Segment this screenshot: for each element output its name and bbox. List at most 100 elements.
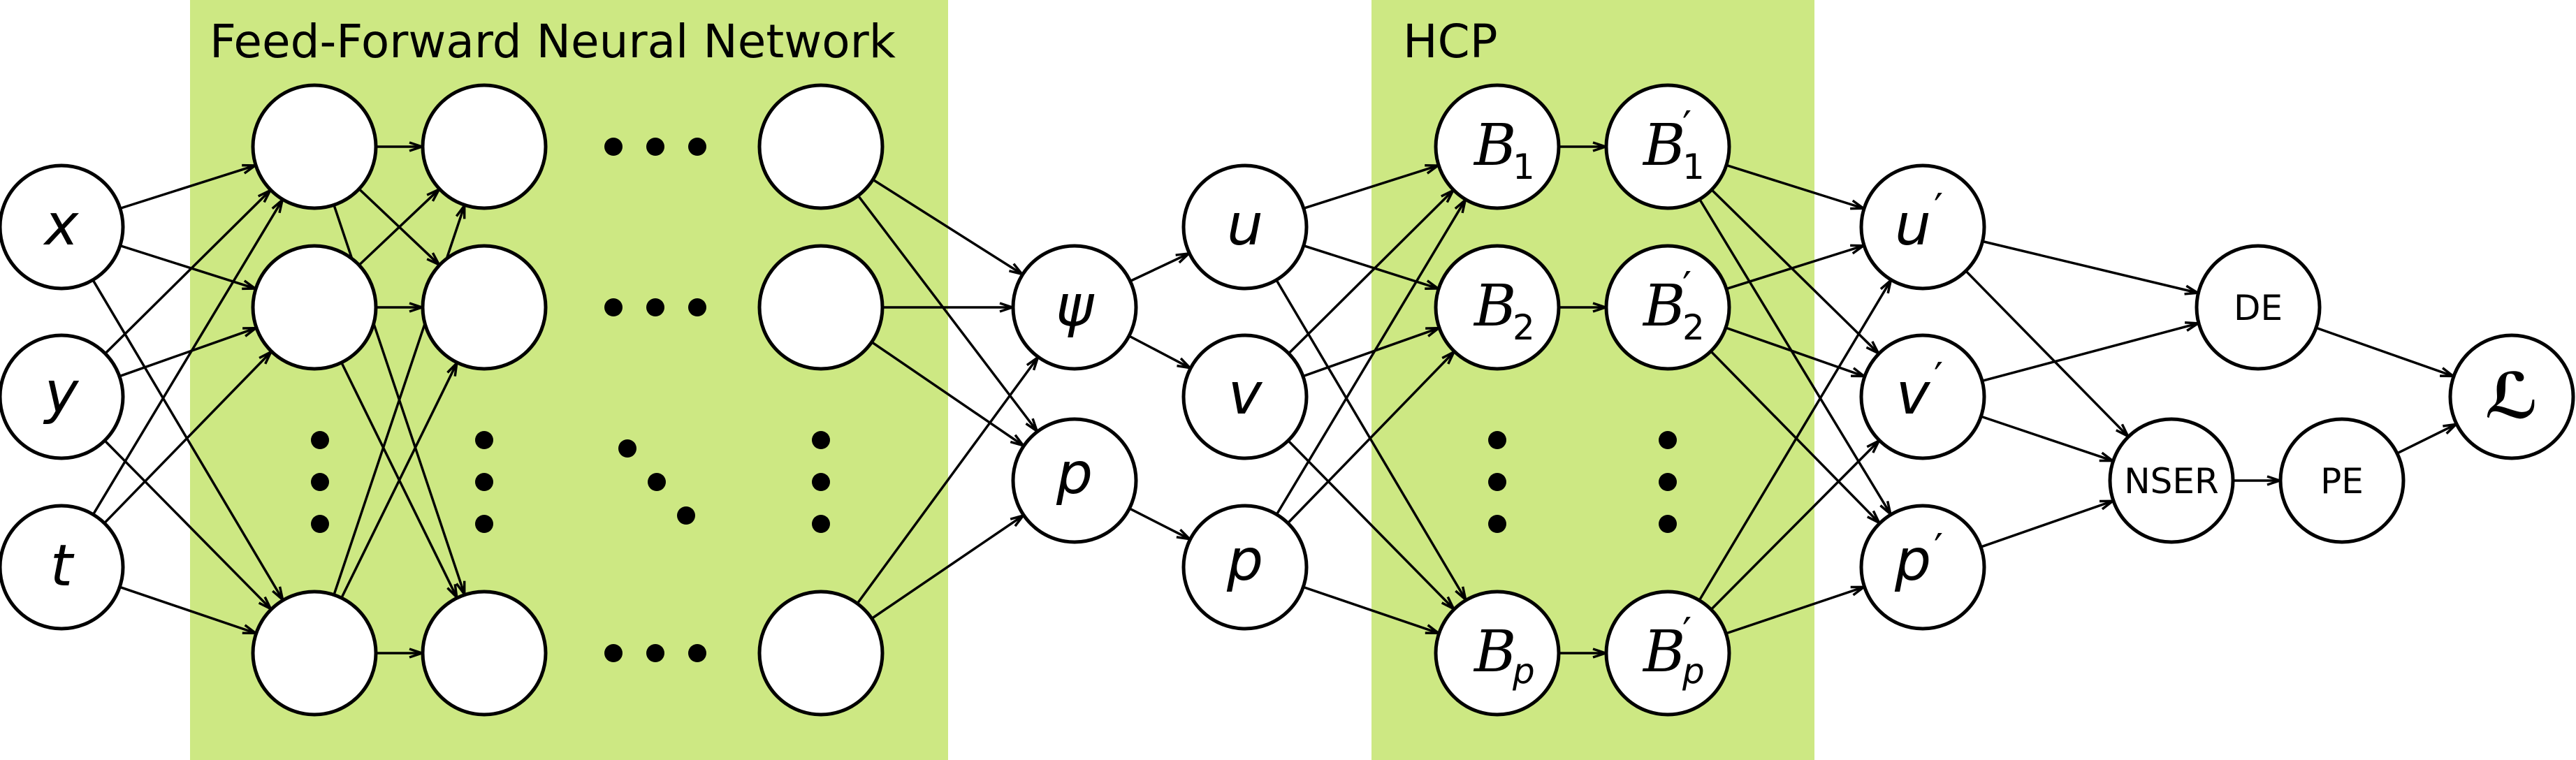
svg-text:p: p — [1056, 441, 1093, 507]
edge-t-h12 — [103, 352, 271, 525]
edge-h12-h21 — [358, 189, 439, 266]
hidden-neuron-2-2 — [421, 244, 548, 371]
edge-x-h11 — [119, 166, 255, 210]
edge-PE-L — [2396, 424, 2456, 455]
edge-t-h11 — [92, 200, 282, 516]
edge-y-h12 — [119, 328, 256, 378]
edge-psi-u — [1129, 254, 1189, 283]
node-PE: PE — [2278, 417, 2406, 544]
hidden-neuron-1-1 — [251, 83, 378, 210]
ellipsis-dot — [688, 138, 706, 156]
edge-h1n-h22 — [340, 363, 457, 599]
svg-text:2: 2 — [1513, 307, 1535, 348]
node-Bp-prime: B ′ p — [1604, 590, 1731, 717]
svg-text:′: ′ — [1934, 184, 1943, 232]
svg-text:y: y — [43, 360, 80, 426]
svg-text:′: ′ — [1682, 263, 1691, 310]
edge-DE-L — [2315, 326, 2453, 376]
svg-text:p: p — [1512, 651, 1535, 692]
hidden-neuron-1-2 — [251, 244, 378, 371]
edge-Bpp-up — [1698, 280, 1891, 601]
svg-text:2: 2 — [1682, 307, 1705, 348]
edge-hL1-psi — [872, 178, 1021, 274]
ellipsis-dot — [646, 644, 664, 662]
svg-text:B: B — [1473, 273, 1516, 339]
ellipsis-dot — [1659, 473, 1677, 491]
edge-psi-v — [1128, 335, 1190, 368]
edge-vp-NS — [1980, 415, 2112, 460]
svg-text:B: B — [1642, 112, 1685, 179]
edge-y-h1n — [103, 439, 271, 609]
ellipsis-dot — [604, 138, 623, 156]
edge-vp-DE — [1981, 323, 2198, 383]
svg-text:′: ′ — [1682, 102, 1691, 149]
svg-text:B: B — [1642, 273, 1685, 339]
edge-B2p-up — [1726, 246, 1863, 291]
edge-B2p-vp — [1725, 326, 1864, 376]
edge-B1p-up — [1726, 163, 1863, 208]
node-v-prime: v ′ — [1859, 333, 1986, 460]
node-t: t — [0, 504, 125, 631]
edge-po-p — [1128, 507, 1189, 539]
node-p: p — [1181, 504, 1309, 631]
node-p-output: p — [1011, 417, 1138, 544]
ffnn-title: Feed-Forward Neural Network — [210, 15, 896, 68]
node-L: ℒ — [2448, 333, 2575, 460]
node-B1: B 1 — [1434, 83, 1561, 210]
svg-text:B: B — [1473, 112, 1516, 179]
edge-hLn-po — [871, 516, 1024, 620]
edge-hLn-psi — [856, 358, 1038, 605]
hidden-neuron-L-n — [757, 590, 885, 717]
node-y: y — [0, 333, 125, 460]
svg-text:DE: DE — [2234, 288, 2283, 328]
svg-text:PE: PE — [2320, 461, 2364, 502]
node-B2-prime: B ′ 2 — [1604, 244, 1731, 371]
hcp-title: HCP — [1403, 15, 1498, 68]
svg-text:′: ′ — [1934, 525, 1943, 572]
ellipsis-dot — [1659, 431, 1677, 449]
ellipsis-dot — [475, 515, 493, 533]
ellipsis-dot — [604, 298, 623, 316]
node-DE: DE — [2195, 244, 2322, 371]
svg-text:B: B — [1642, 619, 1685, 685]
edge-Bpp-vp — [1710, 441, 1879, 611]
ellipsis-dot — [1488, 431, 1506, 449]
svg-text:u: u — [1895, 192, 1931, 258]
edge-v-B2 — [1302, 328, 1439, 378]
ellipsis-dot — [475, 431, 493, 449]
node-Bp: B p — [1434, 590, 1561, 717]
svg-text:v: v — [1228, 361, 1263, 428]
ellipsis-dot — [1659, 515, 1677, 533]
ellipsis-dot — [618, 439, 636, 458]
edge-v-Bp — [1287, 439, 1454, 609]
hidden-neuron-2-1 — [421, 83, 548, 210]
node-psi: ψ — [1011, 244, 1138, 371]
svg-text:′: ′ — [1934, 353, 1943, 401]
svg-text:t: t — [50, 533, 75, 599]
svg-text:NSER: NSER — [2124, 461, 2218, 502]
svg-text:1: 1 — [1682, 147, 1705, 187]
ellipsis-dot — [812, 431, 830, 449]
node-B1-prime: B ′ 1 — [1604, 83, 1731, 210]
ellipsis-dot — [311, 473, 329, 491]
edge-p-Bp — [1302, 585, 1438, 633]
edge-p-B2 — [1287, 352, 1454, 525]
edge-Bpp-pp — [1725, 587, 1863, 635]
ellipsis-dot — [646, 138, 664, 156]
node-NSER: NSER — [2108, 417, 2235, 544]
node-v: v — [1181, 333, 1309, 460]
node-u-prime: u ′ — [1859, 163, 1986, 291]
node-p-prime: p ′ — [1859, 504, 1986, 631]
ellipsis-dots — [311, 138, 1677, 662]
ellipsis-dot — [812, 515, 830, 533]
svg-text:p: p — [1226, 527, 1263, 594]
ellipsis-dot — [812, 473, 830, 491]
node-B2: B 2 — [1434, 244, 1561, 371]
ellipsis-dot — [311, 431, 329, 449]
ellipsis-dot — [648, 473, 666, 491]
ellipsis-dot — [475, 473, 493, 491]
edge-t-h1n — [119, 585, 255, 633]
edge-u-B1 — [1303, 166, 1438, 210]
ellipsis-dot — [311, 515, 329, 533]
